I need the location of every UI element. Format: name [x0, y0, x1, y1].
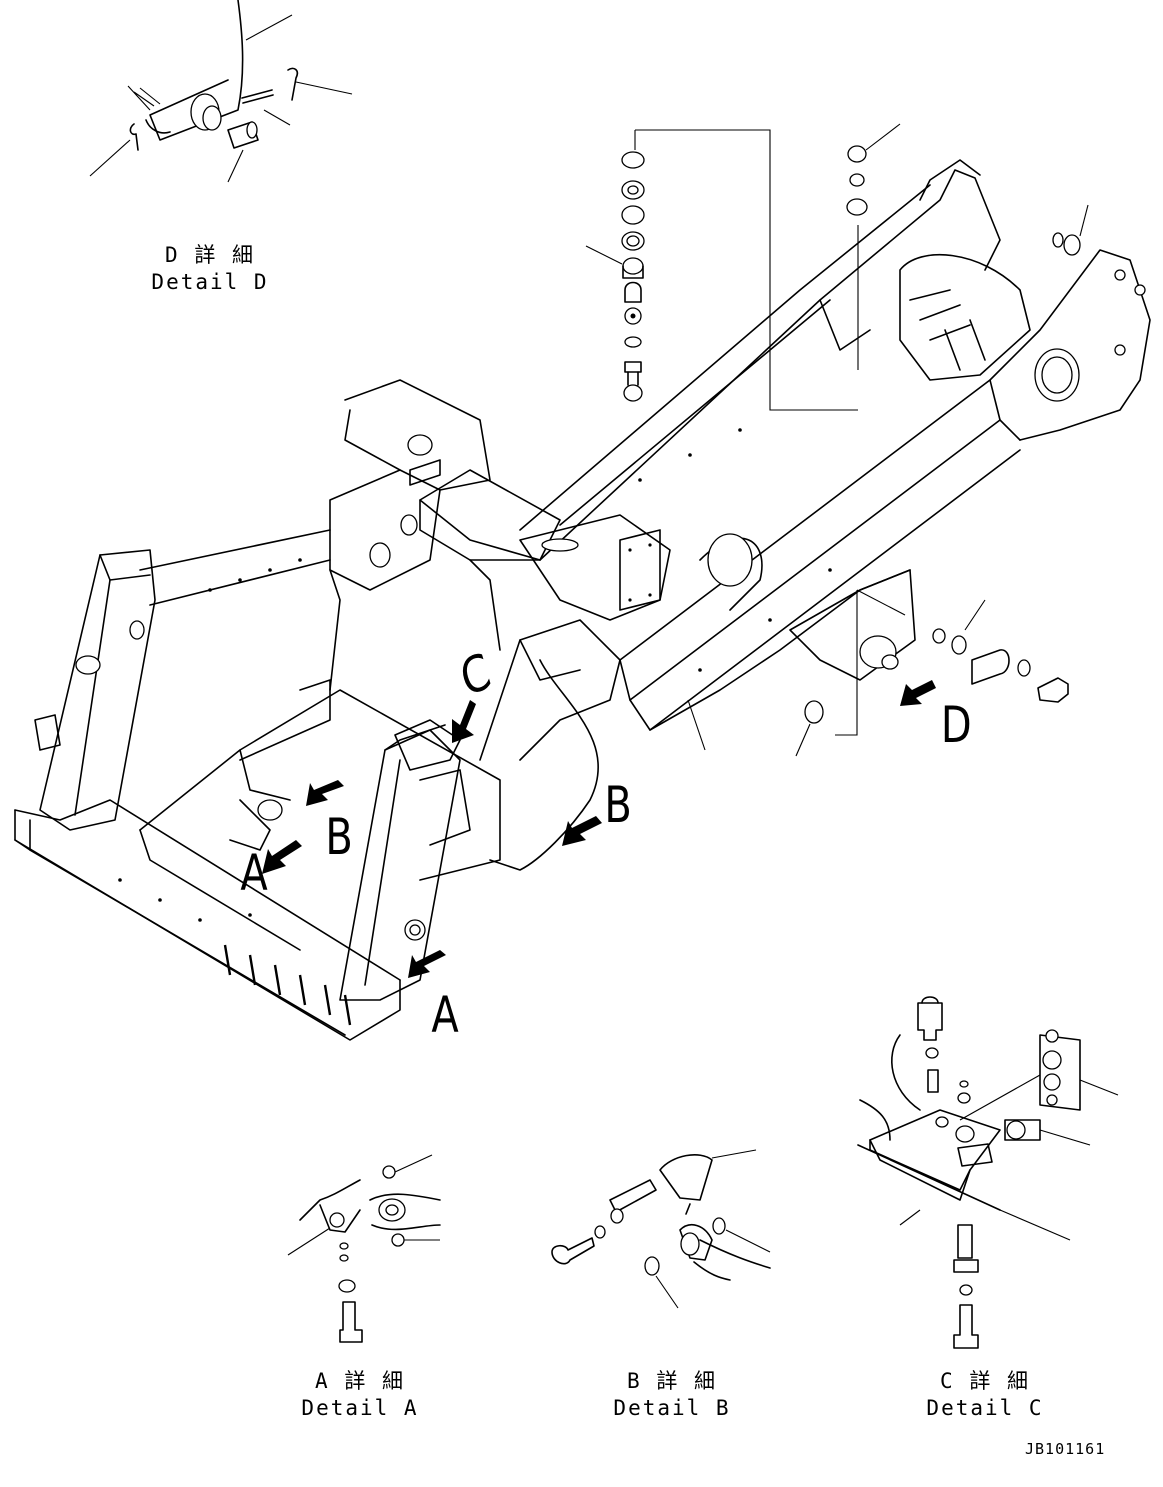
- exploded-seal-stack: [585, 123, 901, 411]
- callout-letter-a-left: A: [240, 844, 268, 902]
- detail-a-caption: A 詳 細 Detail A: [300, 1368, 420, 1422]
- arrow-d: [900, 680, 936, 706]
- detail-b-caption-jp: B 詳 細: [627, 1369, 717, 1393]
- arrow-a-right: [408, 950, 446, 978]
- detail-d-caption-en: Detail D: [151, 270, 269, 294]
- drawing-number: JB101161: [1025, 1440, 1106, 1458]
- detail-b-view: [551, 1149, 771, 1309]
- detail-c-caption-en: Detail C: [926, 1396, 1044, 1420]
- detail-a-caption-en: Detail A: [301, 1396, 419, 1420]
- callout-letter-d: D: [940, 696, 972, 754]
- detail-c-caption: C 詳 細 Detail C: [925, 1368, 1045, 1422]
- detail-b-caption: B 詳 細 Detail B: [612, 1368, 732, 1422]
- detail-d-caption-jp: D 詳 細: [165, 243, 255, 267]
- callout-letter-b-right: B: [604, 776, 632, 834]
- detail-a-view: [287, 1154, 441, 1343]
- detail-b-caption-en: Detail B: [613, 1396, 731, 1420]
- arrow-b-left: [306, 780, 344, 806]
- detail-c-view: [857, 996, 1119, 1349]
- arrow-c: [452, 700, 476, 743]
- callout-letter-b-left: B: [325, 808, 353, 866]
- detail-d-caption: D 詳 細 Detail D: [150, 242, 270, 296]
- detail-a-caption-jp: A 詳 細: [315, 1369, 405, 1393]
- detail-c-caption-jp: C 詳 細: [940, 1369, 1030, 1393]
- arrow-a-left: [262, 840, 302, 874]
- detail-d-view: [89, 0, 353, 183]
- callout-arrows: [262, 680, 936, 978]
- main-frame: [14, 159, 1151, 1041]
- detail-d-exploded-pin: [795, 589, 1069, 757]
- arrow-b-right: [562, 816, 602, 846]
- callout-letter-a-right: A: [431, 986, 459, 1044]
